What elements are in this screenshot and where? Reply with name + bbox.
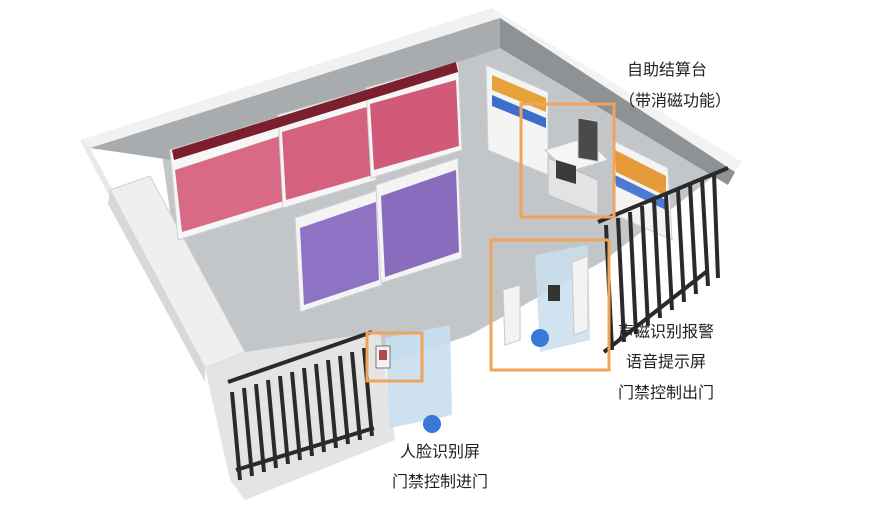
- label-self-checkout-title: 自助结算台: [627, 60, 708, 79]
- purple-rack-group: [294, 157, 463, 313]
- exit-gate: [502, 245, 590, 352]
- wine-rack-2-shelves: [282, 106, 373, 200]
- entry-door-glass: [385, 325, 452, 428]
- right-bottle-rows: [615, 150, 666, 196]
- label-exit-alarm: 声磁识别报警: [618, 322, 715, 341]
- back-wall-right: [492, 8, 742, 172]
- purple-rack-1-shelves: [300, 202, 379, 305]
- exit-voice-screen: [548, 285, 560, 301]
- kiosk-screen: [577, 117, 599, 163]
- checkout-highlight-box: [519, 102, 616, 219]
- back-wall-right-face: [500, 18, 735, 185]
- eas-antenna-right: [571, 255, 589, 336]
- entry-gate: [375, 325, 452, 433]
- back-wall-left-face: [90, 18, 500, 160]
- back-bottle-rows-2: [492, 95, 546, 128]
- front-left-fence: [227, 330, 375, 481]
- exit-highlight-box: [489, 238, 611, 372]
- back-wall-left: [80, 8, 500, 148]
- wine-rack-3-shelves: [370, 80, 459, 170]
- kiosk-scanner: [556, 160, 576, 184]
- eas-antenna-left: [502, 284, 521, 346]
- left-counter-front: [108, 190, 205, 382]
- label-exit-voice-screen: 语音提示屏: [626, 352, 707, 371]
- wine-bottles-row: [172, 62, 458, 160]
- entry-highlight-box: [365, 331, 424, 383]
- label-exit-access-control: 门禁控制出门: [618, 383, 715, 402]
- entry-floor-marker: [423, 415, 441, 433]
- label-self-checkout-subtitle: （带消磁功能）: [619, 91, 732, 110]
- self-checkout-kiosk: [544, 117, 609, 216]
- label-entry-face-screen: 人脸识别屏: [400, 442, 481, 461]
- label-entry-access-control: 门禁控制进门: [392, 472, 489, 491]
- right-fence: [597, 166, 729, 354]
- wine-rack-1-shelves: [175, 135, 287, 232]
- wine-rack-group: [169, 61, 463, 241]
- exit-floor-marker: [531, 329, 549, 347]
- face-recognition-screen-inner: [379, 350, 387, 360]
- purple-rack-2-shelves: [381, 170, 459, 277]
